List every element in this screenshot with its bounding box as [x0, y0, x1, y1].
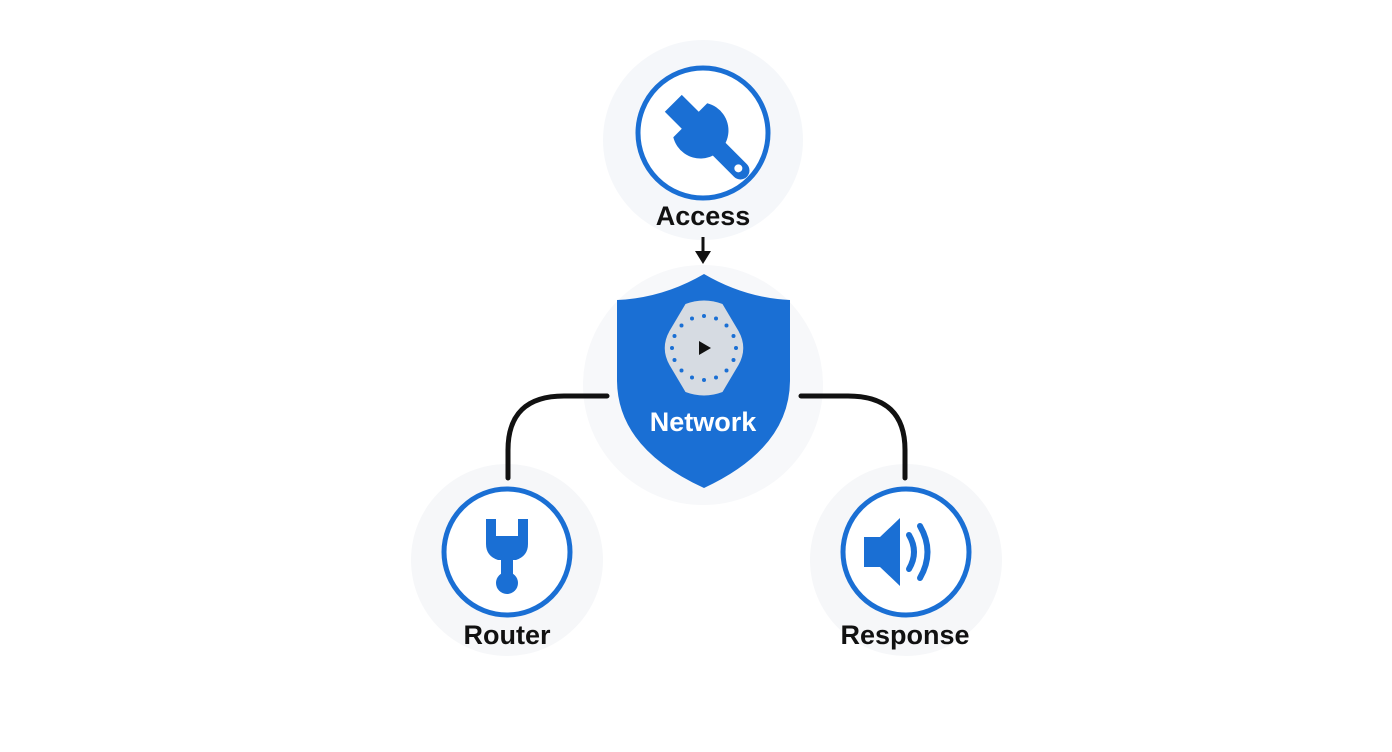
- response-label: Response: [840, 620, 969, 650]
- access-node: Access: [635, 65, 771, 231]
- network-label: Network: [650, 407, 758, 437]
- router-node: Router: [441, 486, 573, 650]
- network-node: Network: [617, 274, 790, 488]
- wrench-icon: [664, 94, 750, 180]
- response-icon-circle: [840, 486, 972, 618]
- router-label: Router: [464, 620, 551, 650]
- plug-icon: [486, 519, 528, 594]
- play-icon: [699, 341, 711, 355]
- network-to-router-connector: [505, 393, 610, 481]
- access-label: Access: [656, 201, 751, 231]
- speaker-icon: [864, 518, 931, 586]
- access-to-network-arrow: [695, 237, 711, 264]
- response-node: Response: [840, 486, 972, 650]
- network-to-response-connector: [798, 393, 908, 481]
- dot-ring: [670, 314, 738, 382]
